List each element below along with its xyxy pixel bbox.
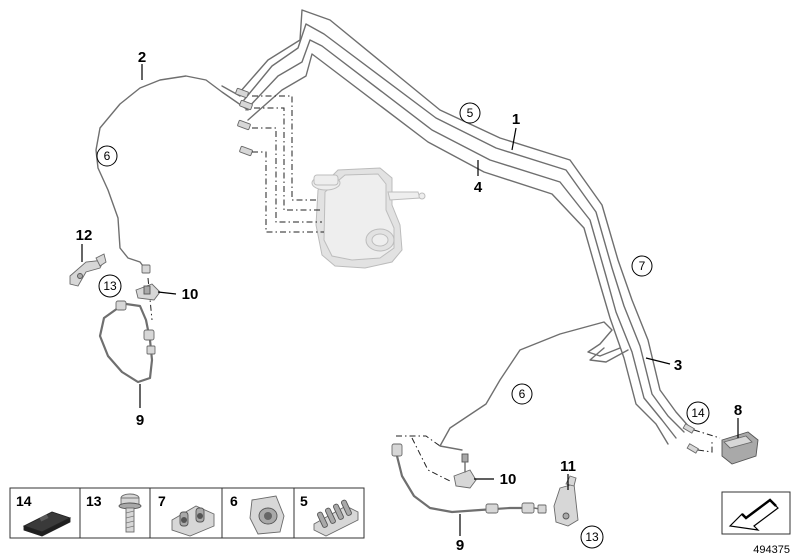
- brake-line-bundle: [239, 9, 699, 454]
- connection-dash-lines: [147, 95, 721, 483]
- brake-hose-left: [98, 300, 156, 384]
- parts-legend: 14 13 7 6 5: [9, 487, 365, 539]
- callout-9-left: 9: [136, 412, 144, 429]
- circled-13-right: 13: [585, 530, 599, 544]
- diagram-id: 494375: [753, 544, 790, 556]
- legend-num-13: 13: [86, 493, 102, 509]
- part-8-connector: [721, 431, 759, 465]
- callout-11: 11: [560, 458, 576, 475]
- multi-pipe-clip-icon: [313, 499, 359, 537]
- leader-lines: [81, 64, 739, 536]
- double-pipe-clip-icon: [171, 505, 215, 537]
- legend-num-14: 14: [16, 493, 32, 509]
- circled-callouts: 6 5 7 6 14 13 13: [96, 102, 710, 549]
- callout-8: 8: [734, 402, 742, 419]
- circled-6-left: 6: [104, 149, 111, 163]
- circled-7: 7: [639, 259, 646, 273]
- rubber-pad-icon: [22, 511, 72, 537]
- orientation-arrow-box: [721, 491, 791, 535]
- bolt-icon: [118, 493, 142, 533]
- bracket-11: [553, 475, 579, 527]
- circled-13-left: 13: [103, 279, 117, 293]
- clip-10-left: [135, 283, 161, 301]
- brake-hose-right: [391, 443, 547, 514]
- callout-9-right: 9: [456, 537, 464, 554]
- bracket-12: [69, 253, 107, 287]
- callout-2: 2: [138, 49, 146, 66]
- callout-10-left: 10: [182, 286, 199, 303]
- callout-1: 1: [512, 111, 520, 128]
- clip-10-right: [453, 453, 477, 489]
- callout-4: 4: [474, 179, 483, 196]
- callout-3: 3: [674, 357, 682, 374]
- brake-fluid-reservoir: [311, 167, 426, 269]
- callout-10-right: 10: [500, 471, 517, 488]
- circled-14: 14: [691, 406, 705, 420]
- part-callouts: 2 1 4 3 8 12 10 9 10 11 9: [76, 49, 743, 554]
- legend-num-6: 6: [230, 493, 238, 509]
- legend-num-7: 7: [158, 493, 166, 509]
- callout-12: 12: [76, 227, 93, 244]
- single-pipe-clip-icon: [249, 495, 285, 535]
- brake-line-left: [95, 75, 253, 274]
- legend-num-5: 5: [300, 493, 308, 509]
- circled-6-right: 6: [519, 387, 526, 401]
- circled-5: 5: [467, 106, 474, 120]
